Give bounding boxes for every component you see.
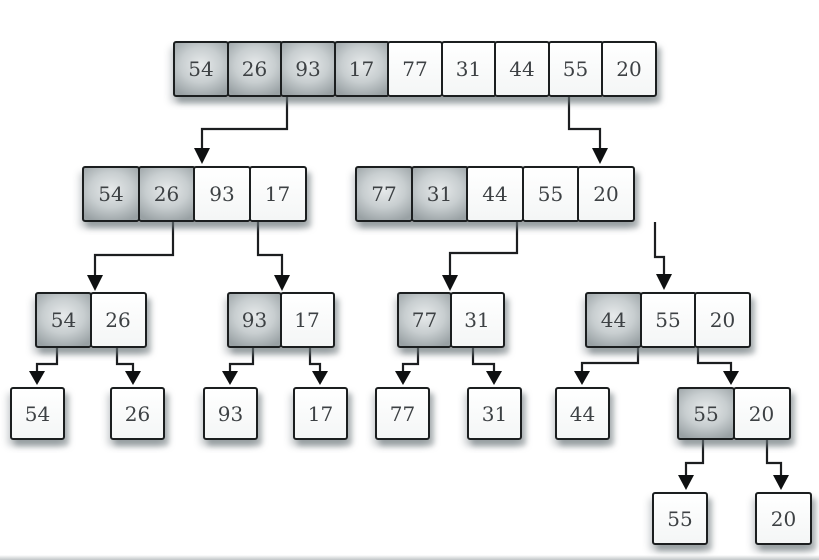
split-arrow xyxy=(87,222,175,291)
split-arrow xyxy=(696,348,739,385)
array-cell: 54 xyxy=(173,41,229,97)
split-arrow xyxy=(471,348,502,385)
split-arrow xyxy=(442,222,519,291)
array-cell: 55 xyxy=(639,292,697,348)
array-node-single: 77 xyxy=(375,387,430,440)
array-node-single: 55 xyxy=(652,492,708,545)
array-cell: 26 xyxy=(226,41,283,97)
array-cell: 55 xyxy=(652,492,708,545)
array-cell: 17 xyxy=(248,166,307,222)
split-arrow xyxy=(115,348,141,385)
split-arrow xyxy=(222,348,255,385)
split-arrow xyxy=(567,97,608,164)
array-cell: 54 xyxy=(10,387,65,440)
array-cell: 17 xyxy=(279,292,335,348)
array-node-root: 54 26 93 17 77 31 44 55 20 xyxy=(173,41,657,97)
array-node-pair: 55 20 xyxy=(677,387,791,440)
array-cell: 20 xyxy=(694,292,751,348)
array-node-single: 17 xyxy=(293,387,348,440)
array-cell: 17 xyxy=(293,387,348,440)
array-cell: 44 xyxy=(585,292,642,348)
split-arrow xyxy=(29,348,59,385)
array-node-left-half: 54 26 93 17 xyxy=(82,166,307,222)
array-cell: 20 xyxy=(601,41,657,97)
split-arrow xyxy=(256,222,290,291)
split-arrow xyxy=(678,440,705,490)
array-node-single: 44 xyxy=(555,387,610,440)
array-node-single: 93 xyxy=(203,387,258,440)
array-node-single: 54 xyxy=(10,387,65,440)
array-cell: 44 xyxy=(494,41,550,97)
array-cell: 55 xyxy=(521,166,580,222)
array-cell: 31 xyxy=(467,387,522,440)
array-cell: 31 xyxy=(449,292,505,348)
array-node-pair: 54 26 xyxy=(35,292,147,348)
split-arrow xyxy=(765,440,789,490)
array-node-single: 20 xyxy=(755,492,812,545)
array-cell: 93 xyxy=(280,41,336,97)
split-arrow xyxy=(194,97,289,164)
array-cell: 93 xyxy=(203,387,258,440)
array-cell: 44 xyxy=(555,387,610,440)
array-node-single: 31 xyxy=(467,387,522,440)
array-cell: 55 xyxy=(677,387,735,440)
array-cell: 77 xyxy=(375,387,430,440)
split-arrow xyxy=(308,348,328,385)
array-cell: 31 xyxy=(440,41,497,97)
array-cell: 17 xyxy=(333,41,390,97)
split-arrow xyxy=(395,348,420,385)
array-cell: 55 xyxy=(547,41,604,97)
array-cell: 77 xyxy=(397,292,452,348)
array-cell: 77 xyxy=(355,166,413,222)
array-cell: 20 xyxy=(577,166,635,222)
page-bottom-border xyxy=(0,555,819,560)
array-cell: 26 xyxy=(89,292,147,348)
array-node-right-half: 77 31 44 55 20 xyxy=(355,166,635,222)
array-node-triple: 44 55 20 xyxy=(585,292,751,348)
array-cell: 26 xyxy=(137,166,196,222)
array-cell: 54 xyxy=(35,292,92,348)
split-arrow xyxy=(574,348,640,385)
array-node-pair: 93 17 xyxy=(227,292,335,348)
array-cell: 20 xyxy=(732,387,791,440)
array-cell: 93 xyxy=(193,166,251,222)
array-cell: 26 xyxy=(110,387,165,440)
array-node-single: 26 xyxy=(110,387,165,440)
array-cell: 31 xyxy=(410,166,469,222)
array-cell: 93 xyxy=(227,292,282,348)
array-cell: 54 xyxy=(82,166,140,222)
split-arrow xyxy=(653,222,672,290)
array-cell: 44 xyxy=(466,166,524,222)
array-node-pair: 77 31 xyxy=(397,292,505,348)
array-cell: 77 xyxy=(387,41,443,97)
array-cell: 20 xyxy=(755,492,812,545)
